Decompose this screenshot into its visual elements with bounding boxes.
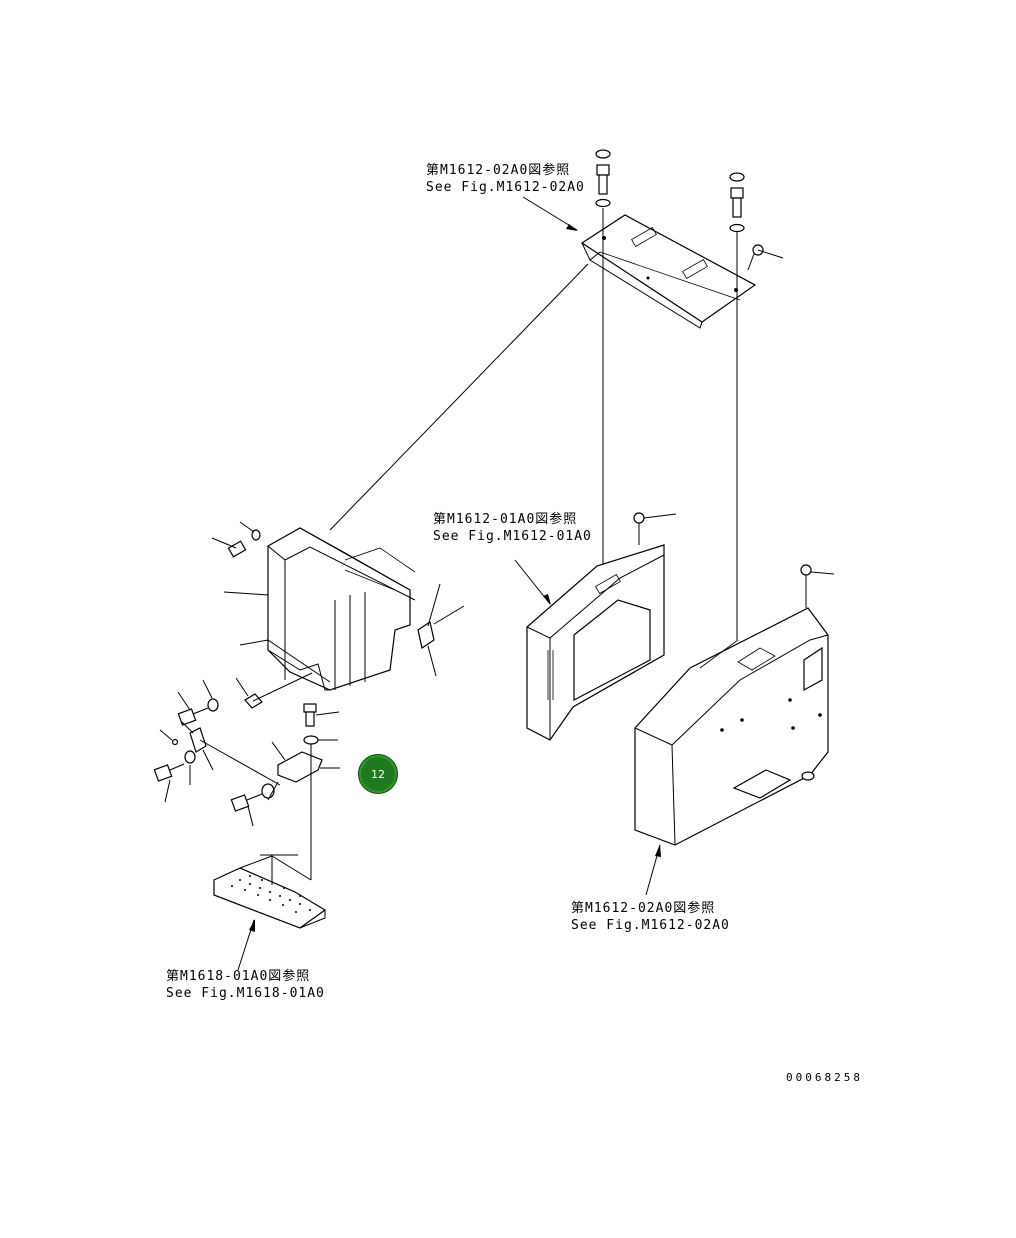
part-callout-number: 12 [371,767,385,781]
reference-middle-panel: 第M1612-01A0図参照 See Fig.M1612-01A0 [433,511,592,545]
reference-right-cover: 第M1612-02A0図参照 See Fig.M1612-02A0 [571,900,730,934]
reference-middle-panel-jp: 第M1612-01A0図参照 [433,512,578,527]
document-number: 00068258 [786,1071,863,1084]
reference-right-cover-en: See Fig.M1612-02A0 [571,918,730,933]
top-bolts [595,149,784,271]
reference-top-cover-jp: 第M1612-02A0図参照 [426,163,571,178]
reference-middle-panel-en: See Fig.M1612-01A0 [433,529,592,544]
bracket-and-fasteners [153,672,340,880]
middle-panel [526,512,677,741]
reference-top-cover: 第M1612-02A0図参照 See Fig.M1612-02A0 [426,162,585,196]
top-cover-plate [580,214,757,329]
reference-step-en: See Fig.M1618-01A0 [166,986,325,1001]
right-side-cover [634,564,835,846]
reference-step-jp: 第M1618-01A0図参照 [166,969,311,984]
reference-right-cover-jp: 第M1612-02A0図参照 [571,901,716,916]
left-cover [211,521,465,691]
assembly-line [329,263,589,531]
step-perforation-dots [231,875,311,913]
reference-step: 第M1618-01A0図参照 See Fig.M1618-01A0 [166,968,325,1002]
part-callout-12[interactable]: 12 [358,754,398,794]
step-plate [213,854,327,929]
leader-line [522,196,578,231]
reference-top-cover-en: See Fig.M1612-02A0 [426,180,585,195]
